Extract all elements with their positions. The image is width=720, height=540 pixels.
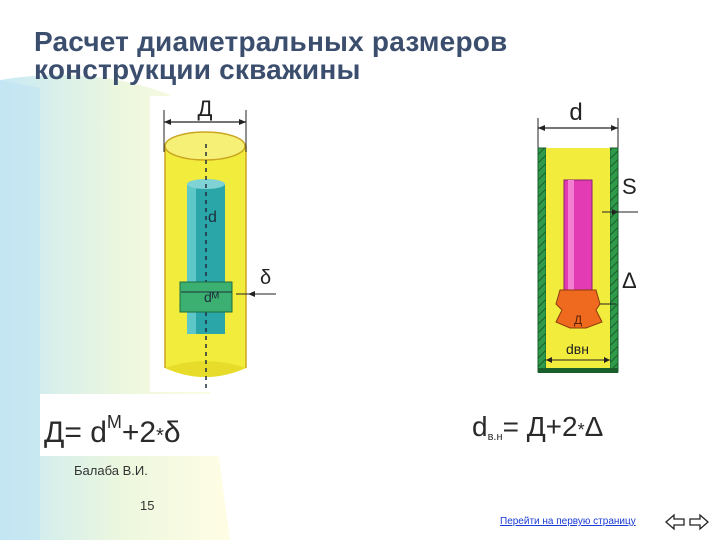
first-page-link[interactable]: Перейти на первую страницу bbox=[500, 516, 636, 527]
formula-left-delta: δ bbox=[164, 416, 181, 449]
arrow-right bbox=[239, 119, 246, 125]
casing-wall-left bbox=[537, 147, 547, 373]
arrow-right-r bbox=[611, 125, 618, 131]
formula-right-delta: Δ bbox=[585, 411, 604, 442]
formula-right: dв.н= Д+2*Δ bbox=[472, 411, 603, 443]
drill-string-shade bbox=[568, 180, 574, 290]
navigation-arrows[interactable] bbox=[664, 512, 710, 532]
drill-bit bbox=[555, 289, 603, 329]
inner-label: dвн bbox=[566, 341, 589, 357]
dimension-label-D: Д bbox=[198, 96, 213, 121]
gap-label-delta: δ bbox=[260, 267, 271, 289]
casing-bottom bbox=[538, 368, 618, 373]
wall-label-S: S bbox=[622, 174, 637, 199]
gap-arrow-head bbox=[248, 291, 255, 297]
formula-left-sup: М bbox=[107, 412, 122, 432]
author-name: Балаба В.И. bbox=[74, 463, 148, 478]
bit-label: Д bbox=[574, 313, 582, 327]
formula-left-lhs: Д bbox=[44, 416, 64, 449]
formula-right-eq: = bbox=[503, 411, 527, 442]
forward-arrow-icon[interactable] bbox=[689, 513, 709, 531]
arrow-left-r bbox=[538, 125, 545, 131]
title-line-1: Расчет диаметральных размеров bbox=[34, 26, 508, 57]
dimension-label-d: d bbox=[569, 99, 582, 126]
inner-arrow-left bbox=[546, 357, 552, 363]
formula-left-tail: +2 bbox=[122, 416, 156, 449]
formula-left-d: d bbox=[90, 416, 107, 449]
page-number: 15 bbox=[140, 498, 155, 513]
right-formula: dв.н= Д+2*Δ bbox=[468, 400, 674, 448]
formula-right-rhs: Д+2 bbox=[527, 411, 578, 442]
title-line-2: конструкции скважины bbox=[34, 54, 361, 85]
formula-left-mult: * bbox=[156, 425, 164, 447]
drill-pipe-shade bbox=[187, 184, 196, 334]
wall-arrow-head bbox=[612, 209, 618, 215]
formula-left: Д= dМ+2*δ bbox=[44, 412, 181, 449]
borehole-top bbox=[164, 131, 246, 161]
coupling-label-dM: dᴹ bbox=[204, 289, 219, 305]
back-arrow-icon[interactable] bbox=[665, 513, 685, 531]
inner-arrow-right bbox=[604, 357, 610, 363]
left-formula: Д= dМ+2*δ bbox=[40, 394, 230, 456]
formula-left-eq: = bbox=[64, 416, 90, 449]
casing-wall-right bbox=[609, 147, 619, 373]
slide-title: Расчет диаметральных размеров конструкци… bbox=[34, 28, 507, 84]
formula-right-sub: в.н bbox=[488, 431, 503, 443]
left-borehole-diagram: Д d dᴹ δ bbox=[150, 96, 280, 392]
coupling bbox=[179, 281, 233, 313]
formula-right-d: d bbox=[472, 411, 488, 442]
pipe-label-d: d bbox=[208, 209, 217, 226]
arrow-left bbox=[164, 119, 171, 125]
gap-label-Delta: Δ bbox=[622, 268, 637, 293]
right-casing-diagram: d Д dвн S Δ bbox=[526, 98, 644, 384]
formula-right-mult: * bbox=[578, 420, 585, 440]
